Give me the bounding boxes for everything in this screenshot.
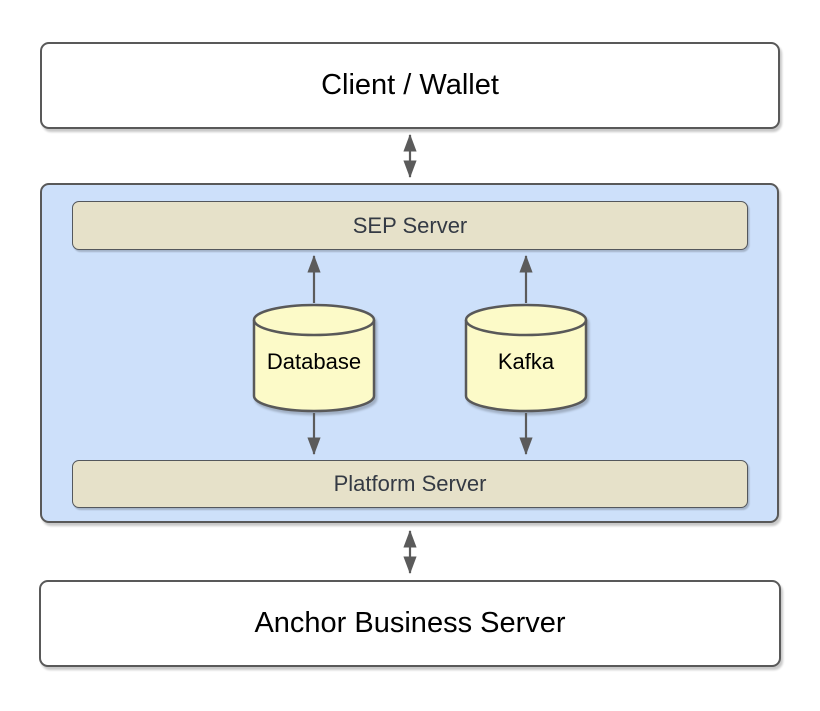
anchor-business-server-label: Anchor Business Server [254, 607, 566, 639]
node-sep-server: SEP Server [72, 201, 748, 250]
node-anchor-business-server: Anchor Business Server [39, 580, 781, 667]
database-cylinder-icon [252, 303, 376, 413]
database-label: Database [266, 349, 362, 374]
client-wallet-label: Client / Wallet [321, 69, 499, 101]
platform-server-label: Platform Server [333, 471, 487, 496]
kafka-cylinder-body [464, 303, 588, 413]
kafka-cylinder-top-arc [464, 319, 588, 337]
node-client-wallet: Client / Wallet [40, 42, 780, 129]
database-cylinder-body [252, 303, 376, 413]
kafka-cylinder-icon [464, 303, 588, 413]
node-platform-server: Platform Server [72, 460, 748, 508]
kafka-label: Kafka [497, 349, 555, 374]
sep-server-label: SEP Server [352, 212, 468, 238]
database-cylinder-top-arc [252, 319, 376, 337]
